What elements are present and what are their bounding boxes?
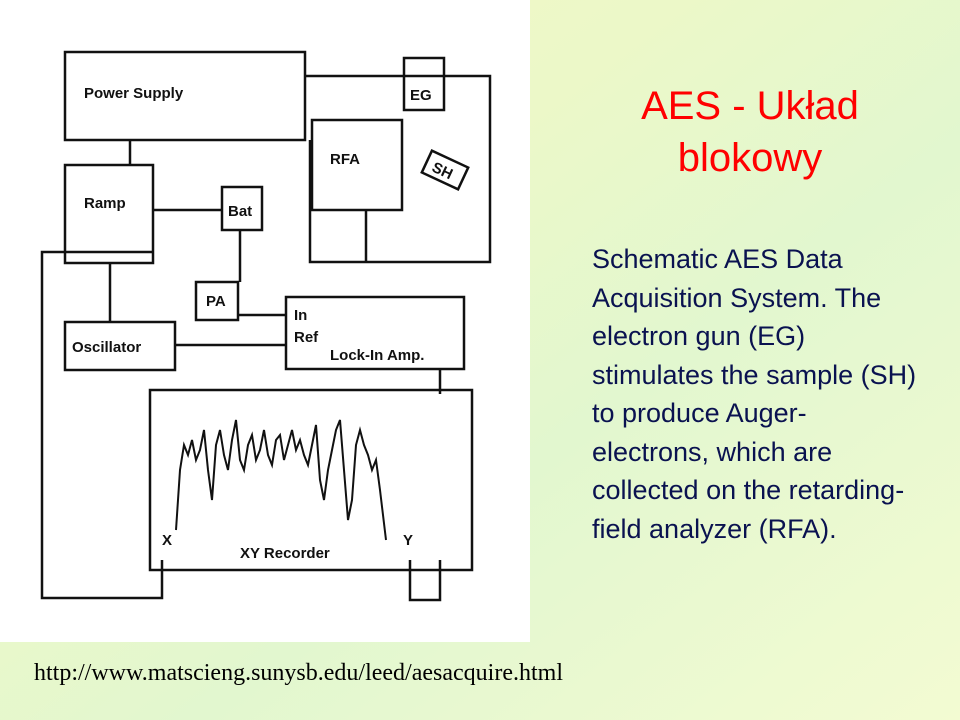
lockin-ref-label: Ref: [294, 329, 319, 346]
slide-title: AES - Układ blokowy: [641, 84, 859, 180]
xy-recorder-box: [148, 388, 474, 572]
sh-box: [420, 149, 470, 191]
bat-box: [220, 185, 264, 232]
x-input-label: X: [162, 532, 172, 549]
eg-box: [402, 56, 446, 112]
chamber-outline: [305, 74, 492, 264]
ramp-box: [63, 163, 155, 265]
bat-label: Bat: [228, 203, 252, 220]
slide-description: Schematic AES Data Acquisition System. T…: [592, 244, 917, 544]
pa-label: PA: [206, 293, 226, 310]
pa-box: [194, 280, 240, 322]
oscillator-label: Oscillator: [72, 339, 141, 356]
ramp-label: Ramp: [84, 195, 126, 212]
rfa-box: [310, 118, 404, 212]
y-input-label: Y: [403, 532, 413, 549]
xy-recorder-label: XY Recorder: [240, 545, 330, 562]
aes-schematic: Power Supply EG RFA SH Ramp Bat PA Oscil…: [0, 0, 530, 642]
sh-label: SH: [429, 159, 455, 183]
rfa-label: RFA: [330, 151, 360, 168]
lockin-amp-label: Lock-In Amp.: [330, 347, 424, 364]
auger-spectrum-trace: [175, 419, 387, 541]
power-supply-box: [63, 50, 307, 142]
power-supply-label: Power Supply: [84, 85, 184, 102]
eg-label: EG: [410, 87, 432, 104]
lockin-in-label: In: [294, 307, 307, 324]
source-link[interactable]: http://www.matscieng.sunysb.edu/leed/aes…: [34, 660, 563, 686]
lockin-box: [284, 295, 466, 371]
schematic-drawing: Power Supply EG RFA SH Ramp Bat PA Oscil…: [40, 50, 492, 602]
